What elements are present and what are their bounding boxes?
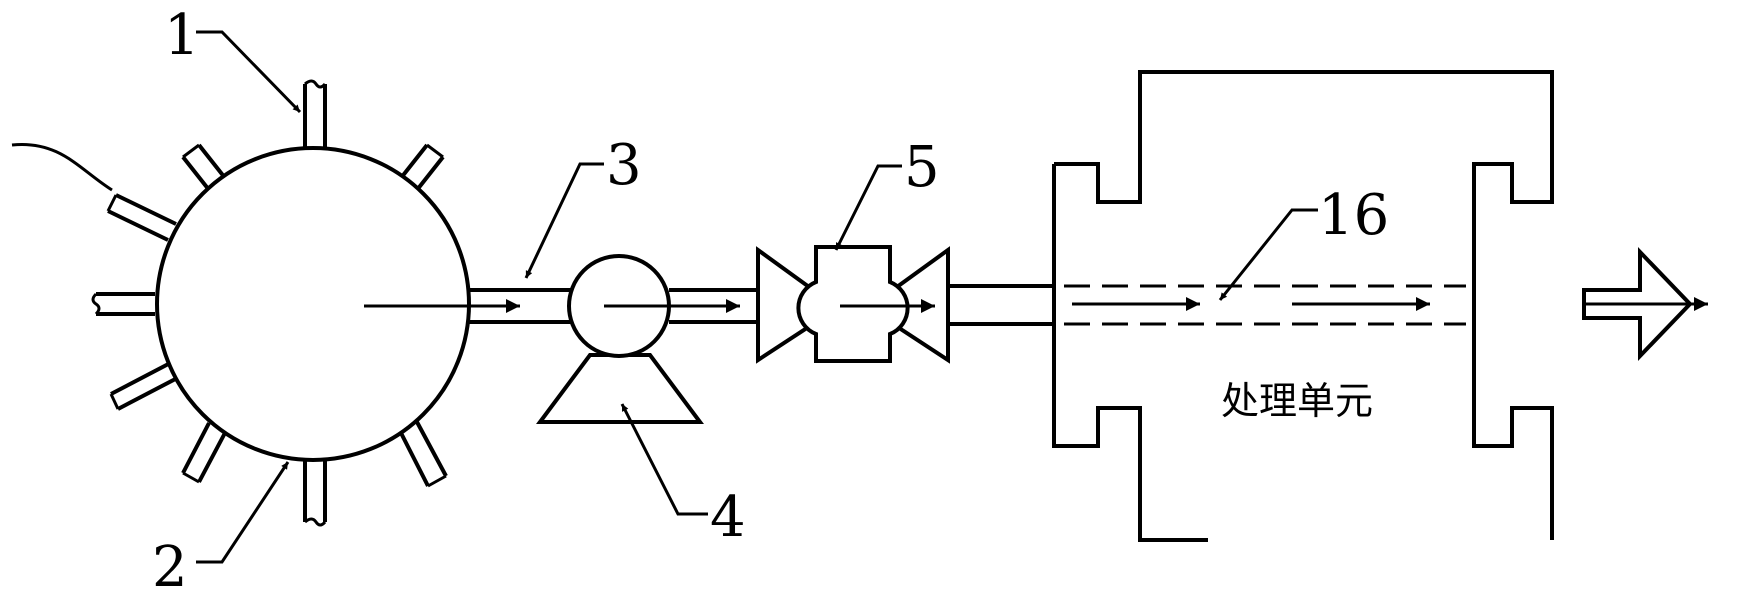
label-16: 16 xyxy=(1318,183,1389,248)
pump xyxy=(536,254,704,424)
label-4: 4 xyxy=(710,485,746,550)
pipe-pump-valve xyxy=(669,288,758,324)
label-2: 2 xyxy=(152,535,188,592)
vessel-circle xyxy=(155,146,471,462)
flow-arrows xyxy=(364,297,1708,313)
pipe-vessel-pump xyxy=(469,288,572,324)
label-3: 3 xyxy=(606,133,642,198)
label-1: 1 xyxy=(164,3,200,68)
label-5: 5 xyxy=(904,135,940,200)
pipe-valve-unit xyxy=(948,284,1054,326)
processing-unit-label: 处理单元 xyxy=(1221,379,1373,423)
processing-unit xyxy=(1052,70,1554,542)
leader-lines xyxy=(196,30,1318,564)
valve xyxy=(756,245,950,364)
